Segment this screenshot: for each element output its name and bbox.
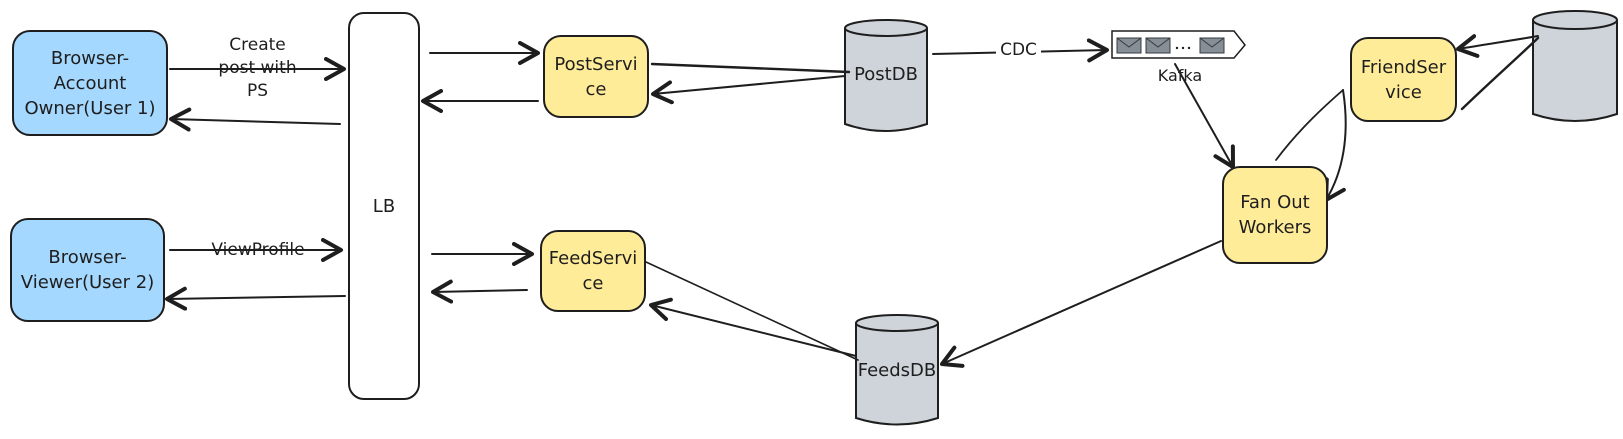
postservice-to-postdb-line	[650, 62, 851, 74]
lb-to-viewer-arrow	[165, 286, 346, 311]
feedsdb-cylinder	[855, 314, 939, 426]
friend-db-cylinder	[1532, 10, 1618, 122]
feedservice-to-feedsdb-line	[645, 261, 859, 361]
friendservice-node: FriendSer vice	[1350, 37, 1457, 122]
owner-browser-node: Browser- Account Owner(User 1)	[12, 30, 168, 136]
fanout-to-feedsdb-arrow	[940, 240, 1222, 368]
lb-to-owner-arrow	[169, 107, 341, 132]
fanout-to-friendservice-line	[1275, 89, 1344, 161]
kafka-label: Kafka	[1157, 66, 1203, 85]
frienddb-to-friendservice-arrow	[1456, 34, 1539, 58]
postdb-to-postservice-arrow	[651, 75, 846, 105]
load-balancer-node: LB	[348, 12, 420, 400]
feedservice-node: FeedServi ce	[540, 230, 646, 312]
cdc-label: CDC	[996, 39, 1041, 62]
message-queue-icon	[1111, 30, 1246, 59]
feedservice-to-lb-arrow	[431, 279, 528, 304]
feedsdb-label: FeedsDB	[857, 360, 937, 381]
postdb-label: PostDB	[854, 64, 918, 85]
viewer-browser-node: Browser- Viewer(User 2)	[10, 218, 165, 322]
fanout-workers-node: Fan Out Workers	[1222, 166, 1328, 264]
feedsdb-to-feedservice-arrow	[649, 297, 857, 357]
view-profile-label: ViewProfile	[211, 240, 305, 260]
create-post-label: Create post with PS	[218, 35, 297, 101]
postdb-cylinder	[844, 19, 928, 132]
postservice-node: PostServi ce	[543, 35, 649, 118]
kafka-to-fanout-arrow	[1174, 63, 1235, 169]
friendservice-to-fanout-arrow	[1324, 89, 1347, 202]
friendservice-to-frienddb-line	[1460, 36, 1540, 111]
